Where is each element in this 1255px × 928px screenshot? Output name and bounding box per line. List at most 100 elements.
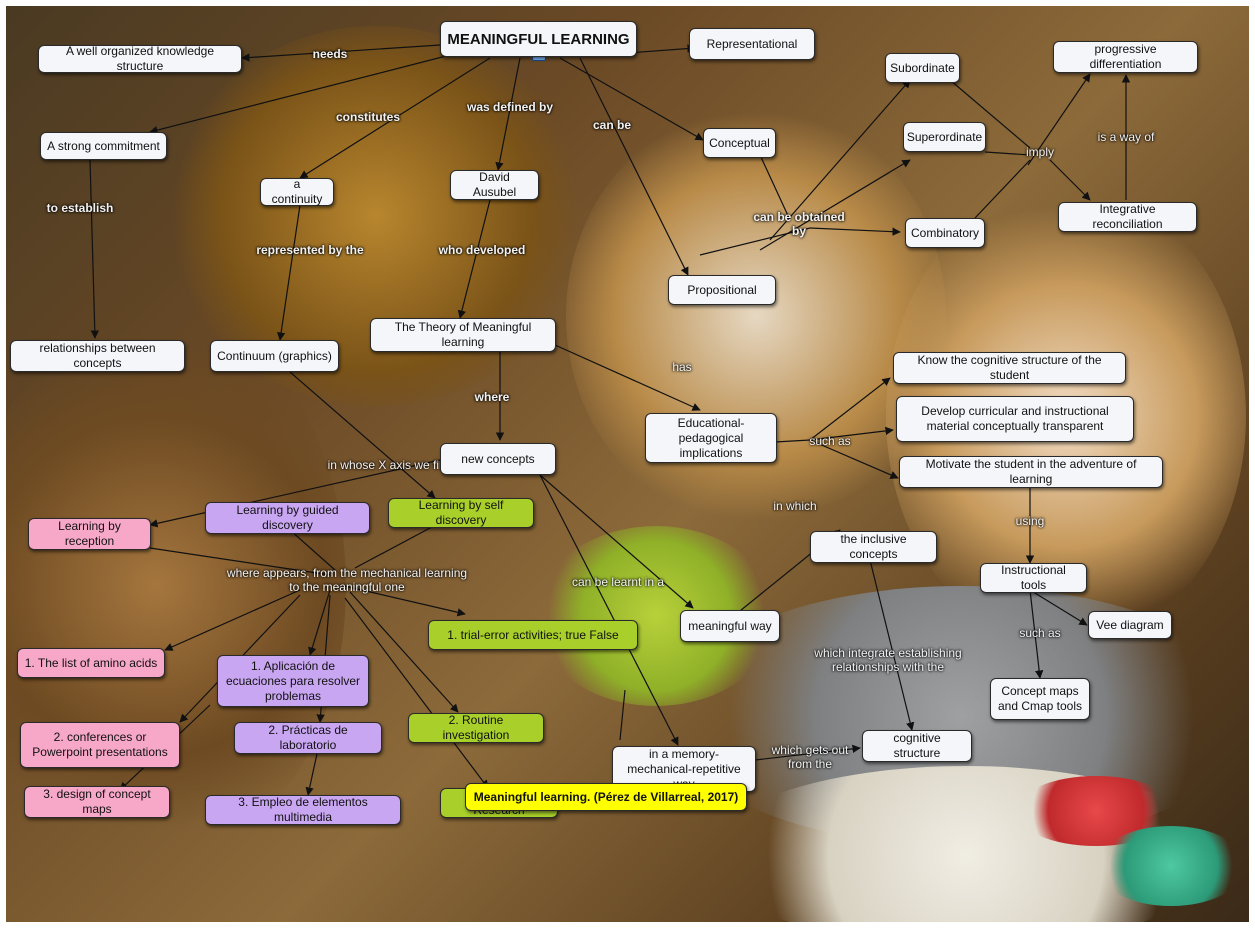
node-integrative-reconciliation[interactable]: Integrative reconciliation: [1058, 202, 1197, 232]
link-label-in-whose-x: in whose X axis we find: [327, 458, 453, 472]
node-design-of-concept-maps[interactable]: 3. design of concept maps: [24, 786, 170, 818]
link-line: [809, 377, 891, 441]
node-new-concepts[interactable]: new concepts: [440, 443, 556, 475]
link-line: [1027, 73, 1091, 166]
link-line: [559, 57, 704, 141]
node-meaningful-way[interactable]: meaningful way: [680, 610, 780, 642]
node-continuum-graphics[interactable]: Continuum (graphics): [210, 340, 339, 372]
link-line: [289, 371, 436, 499]
node-inclusive-concepts[interactable]: the inclusive concepts: [810, 531, 937, 563]
photo-blob: [1096, 826, 1246, 906]
link-line: [149, 54, 451, 135]
node-strong-commitment[interactable]: A strong commitment: [40, 132, 167, 160]
node-combinatory[interactable]: Combinatory: [905, 218, 985, 248]
link-line: [809, 439, 899, 479]
node-conceptual[interactable]: Conceptual: [703, 128, 776, 158]
link-line: [457, 199, 491, 319]
node-know-cognitive-structure[interactable]: Know the cognitive structure of the stud…: [893, 352, 1126, 384]
link-line: [754, 744, 861, 761]
node-list-of-amino-acids[interactable]: 1. The list of amino acids: [17, 648, 165, 678]
link-label-can-be-obtained-by: can be obtained by: [753, 210, 845, 238]
link-label-constitutes: constitutes: [335, 110, 401, 124]
node-relationships-between-concepts[interactable]: relationships between concepts: [10, 340, 185, 372]
link-label-such-as-tools: such as: [1019, 626, 1061, 640]
link-label-needs: needs: [312, 47, 348, 61]
node-david-ausubel[interactable]: David Ausubel: [450, 170, 539, 200]
link-label-such-as: such as: [809, 434, 851, 448]
link-line: [339, 584, 466, 617]
node-develop-curricular-material[interactable]: Develop curricular and instructional mat…: [896, 396, 1134, 442]
node-aplicacion-de-ecuaciones[interactable]: 1. Aplicación de ecuaciones para resolve…: [217, 655, 369, 707]
node-learning-by-self-discovery[interactable]: Learning by self discovery: [388, 498, 534, 528]
link-line: [809, 227, 901, 236]
node-concept-maps-cmap-tools[interactable]: Concept maps and Cmap tools: [990, 678, 1090, 720]
link-line: [164, 589, 301, 651]
node-motivate-student[interactable]: Motivate the student in the adventure of…: [899, 456, 1163, 488]
link-label-imply: imply: [1025, 145, 1055, 159]
link-label-represented-by: represented by the: [256, 243, 364, 257]
photo-blob: [6, 306, 346, 866]
node-trial-error-activities[interactable]: 1. trial-error activities; true False: [428, 620, 638, 650]
link-label-which-gets-out: which gets out from the: [771, 743, 849, 771]
link-line: [299, 57, 491, 179]
link-line: [1029, 589, 1044, 679]
node-a-continuity[interactable]: a continuity: [260, 177, 334, 206]
link-line: [89, 159, 99, 339]
link-line: [619, 689, 626, 741]
link-line: [149, 459, 441, 528]
link-label-using: using: [1015, 514, 1045, 528]
link-label-is-a-way-of: is a way of: [1097, 130, 1155, 144]
node-propositional[interactable]: Propositional: [668, 275, 776, 305]
node-progressive-differentiation[interactable]: progressive differentiation: [1053, 41, 1198, 73]
link-label-was-defined-by: was defined by: [466, 100, 554, 114]
link-label-where: where: [474, 390, 510, 404]
link-line: [759, 159, 911, 251]
node-meaningful-learning[interactable]: MEANINGFUL LEARNING: [440, 21, 637, 57]
link-line: [149, 547, 331, 576]
link-line: [809, 426, 894, 441]
node-instructional-tools[interactable]: Instructional tools: [980, 563, 1087, 593]
link-line: [949, 79, 1031, 149]
node-well-organized-structure[interactable]: A well organized knowledge structure: [38, 44, 242, 73]
link-label-to-establish: to establish: [46, 201, 114, 215]
background-photo: [6, 6, 1249, 922]
link-line: [1049, 159, 1091, 201]
node-empleo-elementos-multimedia[interactable]: 3. Empleo de elementos multimedia: [205, 795, 401, 825]
link-line: [769, 79, 911, 241]
link-line: [308, 589, 331, 656]
link-line: [495, 57, 521, 171]
node-routine-investigation[interactable]: 2. Routine investigation: [408, 713, 544, 743]
node-learning-by-guided-discovery[interactable]: Learning by guided discovery: [205, 502, 370, 534]
link-line: [869, 559, 915, 731]
link-line: [759, 154, 791, 221]
node-learning-by-reception[interactable]: Learning by reception: [28, 518, 151, 550]
node-subordinate[interactable]: Subordinate: [885, 53, 960, 83]
node-cognitive-structure[interactable]: cognitive structure: [862, 730, 972, 762]
link-line: [579, 57, 689, 276]
link-line: [539, 474, 679, 746]
link-label-which-integrate: which integrate establishing relationshi…: [814, 646, 962, 674]
link-line: [276, 204, 301, 341]
link-line: [344, 597, 489, 789]
link-label-who-developed: who developed: [438, 243, 526, 257]
node-vee-diagram[interactable]: Vee diagram: [1088, 611, 1172, 639]
link-line: [349, 591, 459, 713]
link-line: [354, 519, 446, 569]
link-line: [699, 227, 811, 256]
node-superordinate[interactable]: Superordinate: [903, 122, 986, 152]
link-label-in-which: in which: [773, 499, 817, 513]
node-theory-of-meaningful-learning[interactable]: The Theory of Meaningful learning: [370, 318, 556, 352]
link-label-can-be-learnt: can be learnt in a: [571, 575, 665, 589]
node-practicas-de-laboratorio[interactable]: 2. Prácticas de laboratorio: [234, 722, 382, 754]
link-label-where-appears: where appears, from the mechanical learn…: [226, 566, 468, 594]
node-conferences-powerpoint[interactable]: 2. conferences or Powerpoint presentatio…: [20, 722, 180, 768]
link-line: [974, 159, 1031, 219]
link-line: [241, 44, 441, 62]
node-educational-implications[interactable]: Educational-pedagogical implications: [645, 413, 777, 463]
link-line: [539, 474, 694, 609]
link-label-has: has: [672, 360, 692, 374]
link-line: [774, 439, 811, 443]
node-representational[interactable]: Representational: [689, 28, 815, 60]
